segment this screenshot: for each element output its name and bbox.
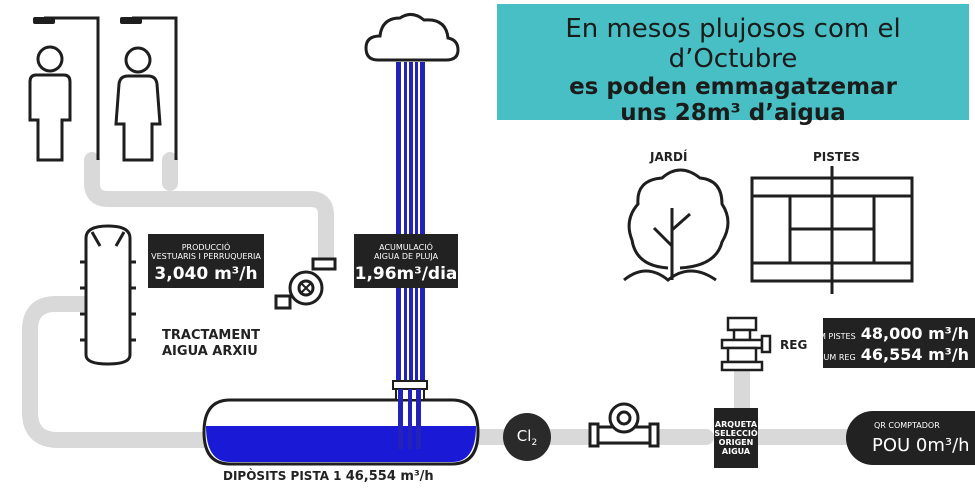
tennis-court-icon [750, 166, 914, 294]
chlorine-text: Cl [516, 427, 532, 445]
arqueta-box: ARQUETA SELECCIÓ ORIGEN AIGUA [714, 408, 758, 468]
shower-woman-icon [114, 16, 178, 162]
pou-meter-box: QR COMPTADOR POU 0m³/h [846, 411, 975, 465]
treatment-tank-icon [80, 224, 136, 366]
diposits-caption: DIPÒSITS PISTA 1 46,554 m³/h [223, 469, 434, 484]
acumulacio-line-1: ACUMULACIÓ [379, 243, 433, 252]
consum-pistes-caption: CONSUM PISTES [790, 332, 856, 341]
consum-reg-caption: CONSUM REG [800, 353, 856, 362]
tractament-line-1: TRACTAMENT [162, 328, 260, 343]
produccio-label: PRODUCCIÓ VESTUARIS I PERRUQUERIA 3,040 … [148, 234, 264, 288]
pump-icon [588, 402, 660, 448]
tree-icon [623, 168, 730, 282]
consum-pistes-value: 48,000 m³/h [860, 324, 969, 343]
arqueta-line-1: ARQUETA [714, 420, 758, 429]
produccio-line-1: PRODUCCIÓ [181, 243, 231, 252]
shower-man-icon [28, 16, 100, 162]
arqueta-line-4: AIGUA [721, 447, 751, 456]
tractament-caption: TRACTAMENT AIGUA ARXIU [162, 328, 260, 360]
irrigation-valve-icon [720, 316, 772, 372]
cloud-icon [364, 13, 460, 62]
diposits-label: DIPÒSITS PISTA 1 [223, 469, 342, 483]
consum-panel: CONSUM PISTES 48,000 m³/h CONSUM REG 46,… [790, 318, 975, 368]
banner-line-2: es poden emmagatzemar [569, 74, 897, 100]
acumulacio-label: ACUMULACIÓ AIGUA DE PLUJA 1,96m³/dia [354, 234, 458, 288]
acumulacio-line-2: AIGUA DE PLUJA [373, 252, 439, 261]
storage-info-banner: En mesos plujosos com el d’Octubre es po… [497, 4, 969, 126]
arqueta-line-3: ORIGEN [718, 438, 754, 447]
pou-value: POU 0m³/h [872, 435, 970, 456]
chlorine-badge: Cl2 [503, 413, 551, 461]
pistes-label: PISTES [813, 150, 860, 164]
tractament-line-2: AIGUA ARXIU [162, 344, 258, 359]
acumulacio-value: 1,96m³/dia [354, 264, 458, 284]
diposits-value: 46,554 m³/h [345, 469, 434, 484]
storage-tank-icon [202, 380, 480, 466]
arqueta-line-2: SELECCIÓ [714, 429, 758, 438]
pou-caption: QR COMPTADOR [874, 421, 940, 430]
chlorine-subscript: 2 [531, 438, 538, 448]
consum-reg-value: 46,554 m³/h [860, 345, 969, 364]
produccio-value: 3,040 m³/h [154, 264, 258, 284]
produccio-line-2: VESTUARIS I PERRUQUERIA [151, 252, 261, 261]
consum-pistes-row: CONSUM PISTES 48,000 m³/h [790, 324, 969, 343]
consum-reg-row: CONSUM REG 46,554 m³/h [801, 345, 969, 364]
jardi-label: JARDÍ [650, 150, 688, 164]
pump-icon [274, 257, 337, 310]
banner-line-1: En mesos plujosos com el d’Octubre [565, 14, 901, 74]
banner-line-3: uns 28m³ d’aigua [620, 100, 846, 126]
reg-label: REG [780, 338, 808, 352]
pipe-network [22, 152, 856, 448]
